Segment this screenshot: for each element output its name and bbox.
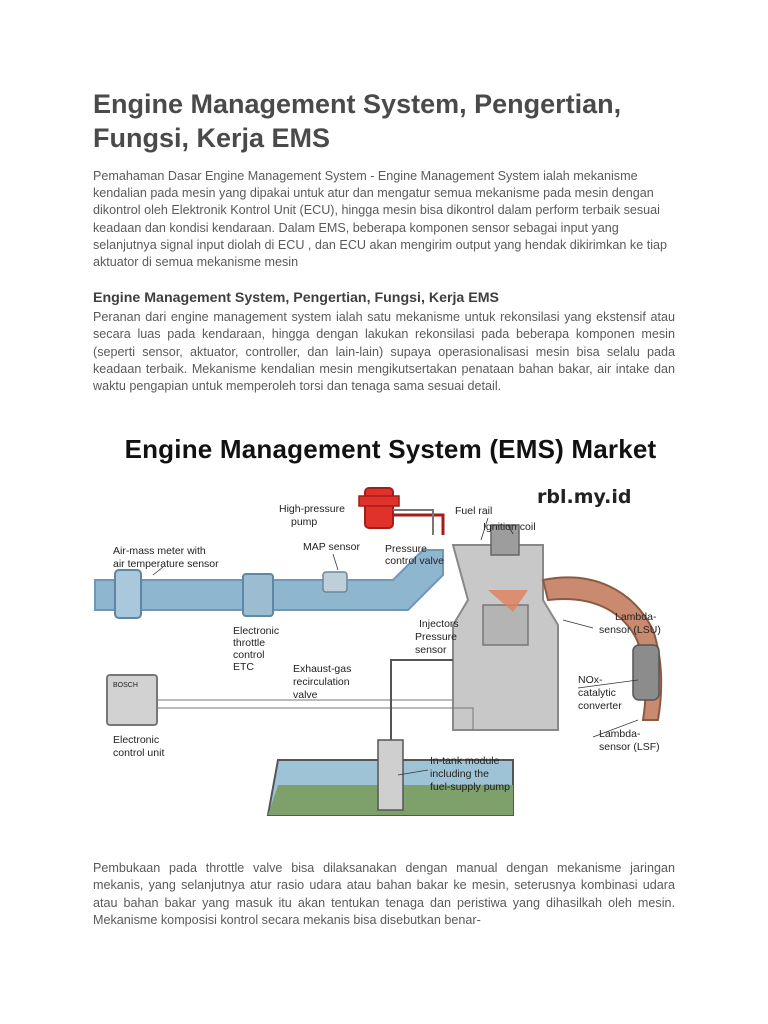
label-lambda-lsf: Lambda- sensor (LSF)	[599, 728, 660, 753]
catalytic-converter	[632, 644, 660, 701]
label-fuel-rail: Fuel rail	[455, 505, 492, 517]
egr-valve	[322, 571, 348, 593]
piston	[482, 604, 529, 646]
label-egr: Exhaust-gas recirculation valve	[293, 663, 354, 701]
body-paragraph-2: Pembukaan pada throttle valve bisa dilak…	[93, 861, 675, 928]
label-throttle: Electronic throttle control ETC	[233, 625, 282, 673]
label-ecu: Electronic control unit	[113, 734, 164, 759]
high-pressure-pump	[364, 487, 394, 529]
intro-paragraph: Pemahaman Dasar Engine Management System…	[93, 169, 668, 270]
label-high-pressure-pump: High-pressure pump	[279, 503, 348, 528]
exhaust-pipe	[541, 576, 663, 721]
ignition-coil	[490, 524, 520, 556]
ems-diagram-figure: Engine Management System (EMS) Market rb…	[93, 430, 688, 825]
label-in-tank-module: In-tank module including the fuel-supply…	[430, 755, 510, 793]
air-mass-meter	[114, 569, 142, 619]
ecu-brand: BOSCH	[113, 682, 138, 689]
throttle-body	[242, 573, 274, 617]
section-subheading: Engine Management System, Pengertian, Fu…	[93, 290, 500, 306]
label-air-mass-meter: Air-mass meter with air temperature sens…	[113, 545, 219, 570]
label-injectors: Injectors Pressure sensor	[415, 618, 462, 656]
label-lambda-lsu: Lambda- sensor (LSU)	[599, 611, 661, 636]
ems-diagram: BOSCH High-pressure pump Fuel rail Ignit…	[94, 487, 663, 816]
figure-watermark: rbl.my.id	[537, 486, 632, 508]
body-paragraph-1: Peranan dari engine management system ia…	[93, 310, 675, 394]
article-title: Engine Management System, Pengertian, Fu…	[93, 89, 622, 153]
label-pressure-control-valve: Pressure control valve	[385, 543, 444, 567]
label-nox-converter: NOx- catalytic converter	[578, 674, 622, 712]
label-map-sensor: MAP sensor	[303, 541, 360, 553]
figure-title: Engine Management System (EMS) Market	[124, 434, 657, 464]
